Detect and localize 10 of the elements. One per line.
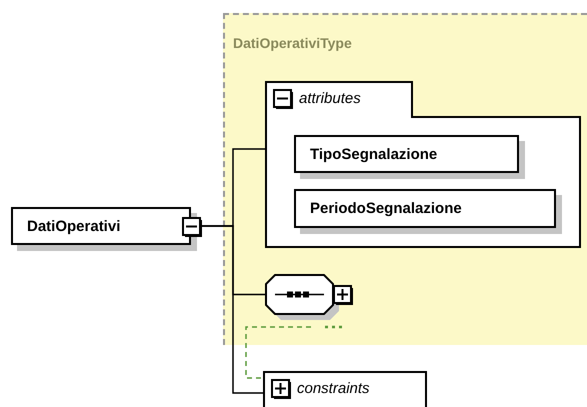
group-box: [265, 81, 581, 248]
group-label: attributes: [299, 90, 361, 107]
element-name: TipoSegnalazione: [310, 146, 438, 162]
element-name: DatiOperativi: [27, 218, 120, 234]
element-name: PeriodoSegnalazione: [310, 200, 462, 217]
group-label: constraints: [297, 380, 370, 397]
type-container: [223, 13, 587, 345]
connector-line: [201, 225, 263, 394]
group-box: [263, 371, 427, 405]
type-name: DatiOperativiType: [233, 35, 352, 51]
